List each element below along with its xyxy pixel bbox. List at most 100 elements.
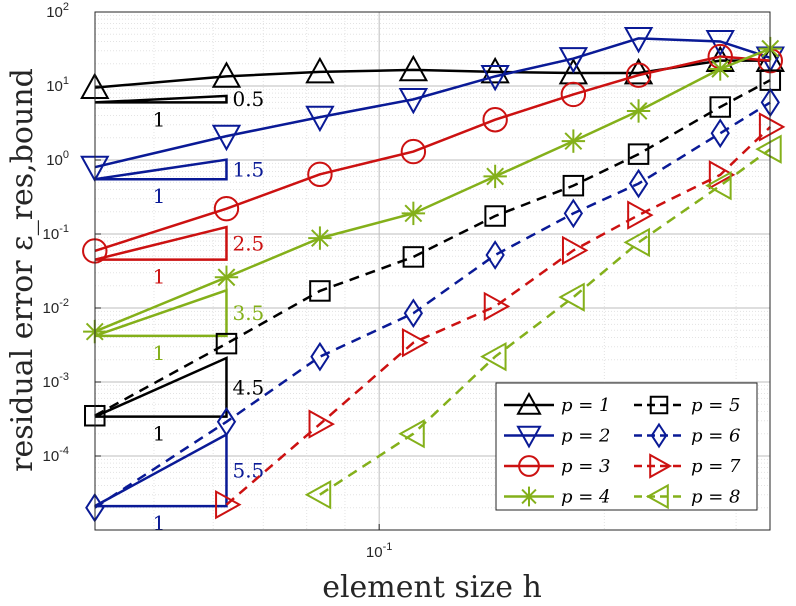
series-p=7 <box>215 112 786 520</box>
marker <box>627 143 650 165</box>
series-p=4 <box>83 36 782 344</box>
marker <box>483 291 511 322</box>
marker <box>709 96 731 118</box>
series-line <box>94 101 771 509</box>
marker <box>563 198 584 229</box>
series-p=1 <box>80 45 785 100</box>
marker <box>560 81 587 108</box>
marker <box>561 129 586 153</box>
slope-label: 2.5 <box>232 231 264 255</box>
y-tick-label: 102 <box>46 1 69 21</box>
marker <box>562 174 585 197</box>
marker <box>519 486 539 507</box>
marker <box>310 341 330 372</box>
series-line <box>94 59 771 89</box>
marker <box>214 265 239 289</box>
marker <box>211 61 242 88</box>
series-line <box>94 55 771 253</box>
marker <box>708 57 732 81</box>
slope-triangle <box>94 288 228 338</box>
run-label: 1 <box>153 184 166 208</box>
marker <box>398 419 425 449</box>
marker <box>645 483 669 510</box>
marker <box>402 246 425 268</box>
marker <box>398 54 429 82</box>
run-label: 1 <box>153 341 166 365</box>
marker <box>308 226 332 250</box>
marker <box>758 112 786 142</box>
y-tick-label: 10-4 <box>43 445 69 465</box>
slope-label: 0.5 <box>232 87 264 111</box>
marker <box>755 134 782 164</box>
marker <box>400 138 427 165</box>
marker-stroke <box>629 102 648 120</box>
marker <box>710 118 730 149</box>
marker <box>558 282 585 312</box>
legend-label: p = 7 <box>691 456 741 477</box>
marker <box>482 107 508 133</box>
series-line <box>94 79 771 417</box>
slope-triangle <box>94 225 228 261</box>
marker <box>401 327 429 358</box>
slope-label: 1.5 <box>232 157 264 181</box>
run-label: 1 <box>153 422 166 446</box>
marker <box>398 87 429 115</box>
marker <box>626 99 651 123</box>
legend-label: p = 4 <box>561 487 611 508</box>
marker <box>401 201 426 226</box>
series-p=2 <box>80 26 785 183</box>
run-label: 1 <box>153 107 166 131</box>
slope-label: 4.5 <box>232 375 264 399</box>
marker <box>309 280 331 302</box>
marker <box>623 57 654 85</box>
marker <box>216 406 237 437</box>
x-tick-label: 10-1 <box>366 541 392 561</box>
series-p=6 <box>85 87 780 523</box>
slope-triangle <box>94 432 228 508</box>
y-tick-label: 10-2 <box>43 297 69 317</box>
marker <box>308 409 335 439</box>
marker <box>215 489 242 520</box>
legend: p = 1p = 2p = 3p = 4p = 5p = 6p = 7p = 8 <box>495 382 758 511</box>
series-p=3 <box>82 43 783 264</box>
marker <box>307 161 333 188</box>
x-axis-label: element size h <box>322 570 542 605</box>
slope-label: 5.5 <box>232 458 264 482</box>
marker <box>305 105 335 133</box>
y-tick-label: 100 <box>46 149 69 169</box>
marker <box>625 62 652 88</box>
y-tick-label: 10-3 <box>43 371 69 391</box>
y-tick-label: 101 <box>46 75 69 95</box>
marker <box>305 56 335 84</box>
marker <box>516 391 542 415</box>
legend-label: p = 8 <box>691 487 741 508</box>
marker <box>623 227 650 258</box>
marker-stroke <box>711 60 730 78</box>
marker-stroke <box>521 488 537 505</box>
series-line <box>94 37 771 169</box>
legend-label: p = 5 <box>691 395 741 416</box>
slope-label: 3.5 <box>232 301 264 325</box>
plot-frame <box>94 11 771 531</box>
legend-label: p = 1 <box>561 395 611 416</box>
marker <box>480 341 507 372</box>
marker <box>561 235 589 266</box>
slope-triangle <box>94 94 228 104</box>
slope-triangle <box>94 356 228 418</box>
marker <box>484 205 506 227</box>
run-label: 1 <box>153 511 166 535</box>
marker <box>518 455 540 477</box>
marker <box>485 240 505 270</box>
slope-triangles: 0.5 1 1.5 1 2.5 1 3.5 1 4.5 1 5.5 1 <box>94 87 264 535</box>
marker <box>558 47 589 74</box>
marker <box>705 30 735 57</box>
marker <box>403 298 424 329</box>
series-line <box>225 126 772 506</box>
run-label: 1 <box>153 265 166 289</box>
legend-label: p = 2 <box>561 426 611 447</box>
marker-stroke <box>486 167 505 186</box>
marker <box>628 168 649 199</box>
marker <box>650 422 668 449</box>
marker <box>708 160 736 190</box>
